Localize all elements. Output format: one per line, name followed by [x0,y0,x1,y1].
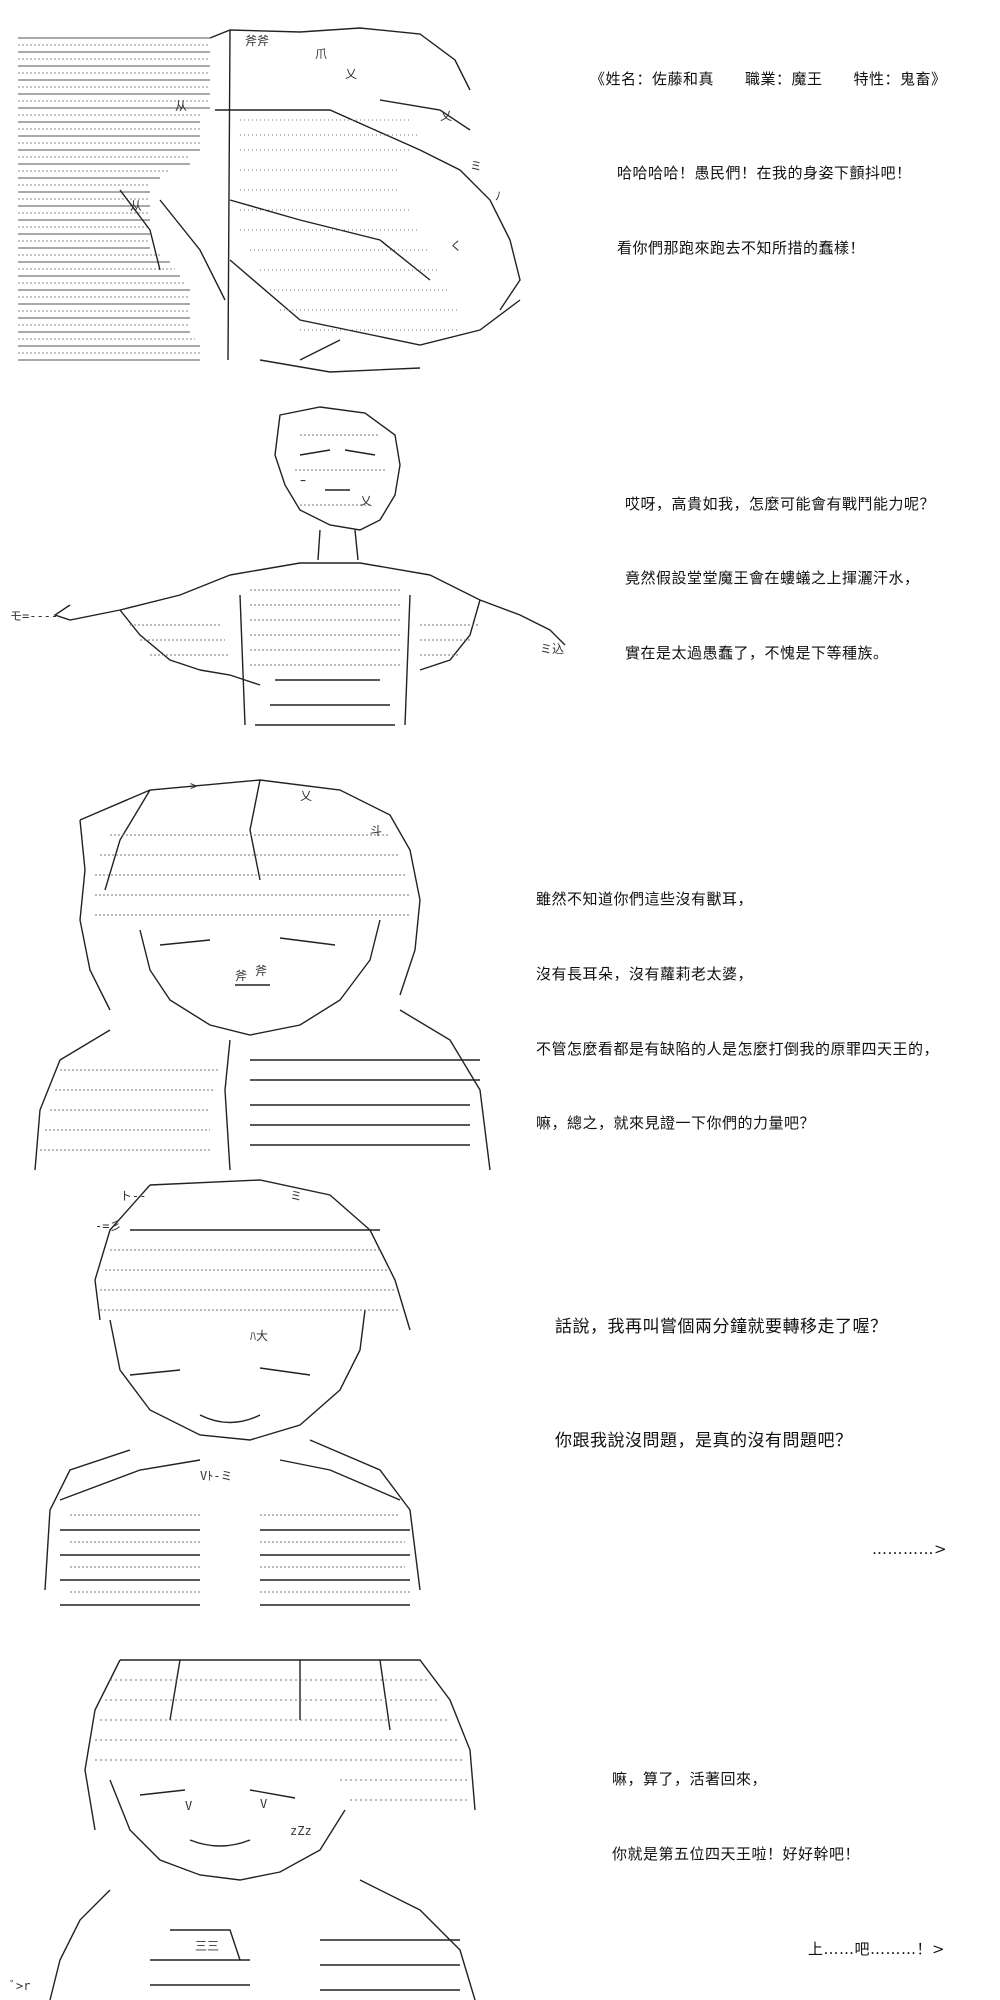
svg-text:ﾊ大: ﾊ大 [250,1329,268,1343]
ascii-art-demon-king-laughing: 斧斧 爪 乂 从 乂 ミ ﾉ く 从 [0,0,560,380]
svg-text:く: く [450,239,462,253]
dialogue-line: 不管怎麼看都是有缺陷的人是怎麼打倒我的原罪四天王的， [536,1040,940,1058]
svg-text:ｰ: ｰ [300,474,306,488]
svg-text:ﾞ>r: ﾞ>r [10,1979,30,1993]
svg-text:Vﾄ-ミ: Vﾄ-ミ [200,1469,232,1483]
svg-text:ミ込: ミ込 [540,642,564,656]
svg-text:-=彡: -=彡 [95,1219,121,1233]
svg-text:斗: 斗 [370,824,382,838]
panel-1: 斧斧 爪 乂 从 乂 ミ ﾉ く 从 《姓名：佐藤和真 職業：魔王 特性：鬼畜》… [0,0,1000,380]
svg-text:ト--: ト-- [120,1189,146,1203]
svg-text:V: V [260,1797,267,1811]
panel-5: zZz V V ﾞ>r 三三 嘛，算了，活著回來， 你就是第五位四天王啦！好好幹… [0,1640,1000,2000]
ascii-art-shrugging-man: モ=---- ミ込 ｰ 乂 [0,395,600,740]
panel-3: > 乂 斗 斧 斧 雖然不知道你們這些沒有獸耳， 沒有長耳朵，沒有蘿莉老太婆， … [0,760,1000,1170]
panel-2: モ=---- ミ込 ｰ 乂 哎呀，高貴如我，怎麼可能會有戰鬥能力呢？ 竟然假設堂… [0,395,1000,740]
dialogue-line: 上……吧………！> [808,1940,946,1958]
dialogue-line: 看你們那跑來跑去不知所措的蠢樣！ [617,239,866,257]
svg-text:斧斧: 斧斧 [245,34,269,48]
ascii-art-smug-man: > 乂 斗 斧 斧 [0,760,520,1170]
ascii-art-smiling-man: zZz V V ﾞ>r 三三 [0,1640,520,2000]
dialogue-line: …………> [872,1540,948,1558]
dialogue-line: 哎呀，高貴如我，怎麼可能會有戰鬥能力呢？ [625,495,936,513]
svg-text:ミ: ミ [290,1189,302,1203]
ascii-art-grinning-man: ト-- ミ -=彡 ﾊ大 Vﾄ-ミ [0,1170,520,1640]
dialogue-line: 話說，我再叫嘗個兩分鐘就要轉移走了喔？ [555,1317,888,1337]
svg-text:>: > [190,779,197,793]
svg-text:モ=----: モ=---- [10,609,58,623]
dialogue-line: 雖然不知道你們這些沒有獸耳， [536,890,754,908]
dialogue-line: 《姓名：佐藤和真 職業：魔王 特性：鬼畜》 [590,70,947,88]
svg-text:zZz: zZz [290,1824,312,1838]
panel-4: ト-- ミ -=彡 ﾊ大 Vﾄ-ミ 話說，我再叫嘗個兩分鐘就要轉移走了喔？ 你跟… [0,1170,1000,1640]
dialogue-line: 你跟我說沒問題，是真的沒有問題吧？ [555,1431,853,1451]
dialogue-line: 嘛，算了，活著回來， [612,1770,768,1788]
svg-text:ﾉ: ﾉ [495,189,501,203]
svg-text:乂: 乂 [300,789,312,803]
svg-text:斧: 斧 [255,964,267,978]
dialogue-line: 你就是第五位四天王啦！好好幹吧！ [612,1845,861,1863]
svg-text:爪: 爪 [315,47,327,61]
svg-text:乂: 乂 [360,494,372,508]
dialogue-line: 嘛，總之，就來見證一下你們的力量吧？ [536,1114,816,1132]
svg-text:从: 从 [175,99,187,113]
svg-text:斧: 斧 [235,969,247,983]
dialogue-line: 竟然假設堂堂魔王會在螻蟻之上揮灑汗水， [625,569,920,587]
svg-text:V: V [185,1799,192,1813]
svg-text:三三: 三三 [195,1939,219,1953]
svg-text:从: 从 [130,199,142,213]
svg-text:乂: 乂 [345,67,357,81]
dialogue-line: 實在是太過愚蠢了，不愧是下等種族。 [625,644,889,662]
svg-text:乂: 乂 [440,109,452,123]
svg-text:ミ: ミ [470,159,482,173]
dialogue-line: 沒有長耳朵，沒有蘿莉老太婆， [536,965,754,983]
dialogue-line: 哈哈哈哈！愚民們！在我的身姿下顫抖吧！ [617,164,912,182]
